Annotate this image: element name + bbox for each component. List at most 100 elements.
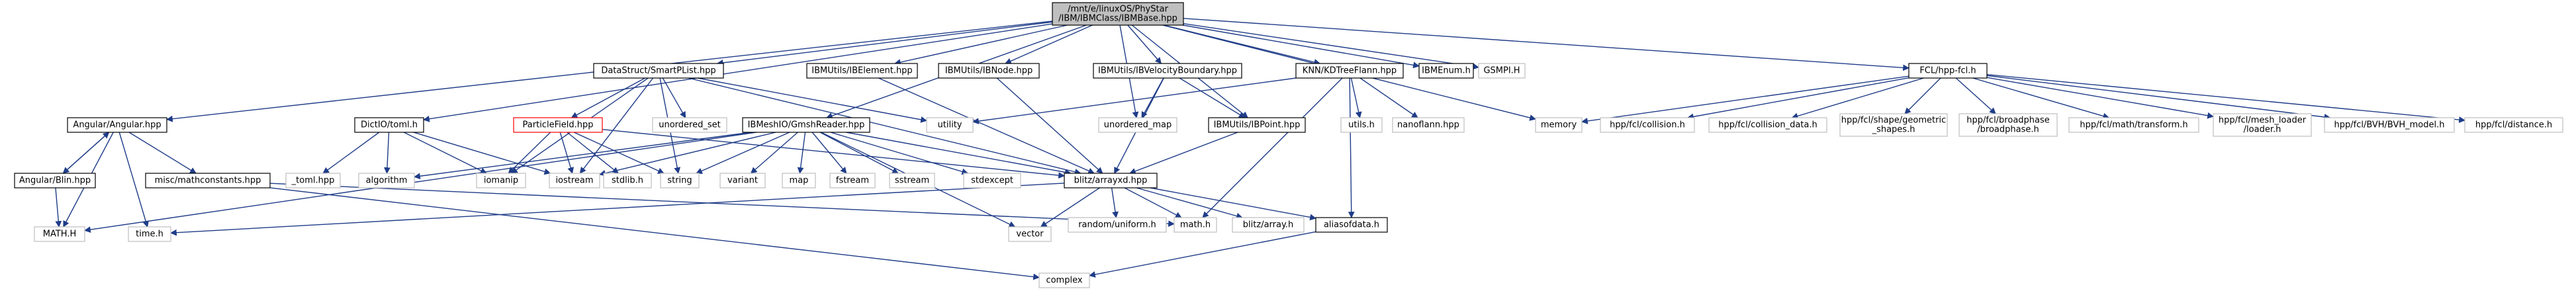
node-aliasofdata[interactable]: aliasofdata.h (1315, 217, 1388, 233)
edge-mathconstants-to-math-h (269, 183, 1175, 228)
edge-root-to-ibvelocity (1127, 24, 1162, 64)
node-box (1340, 117, 1383, 133)
node-label: _toml.hpp (291, 176, 335, 186)
node-ibvelocity[interactable]: IBMUtils/IBVelocityBoundary.hpp (1093, 63, 1242, 79)
node-dictio-toml[interactable]: DictIO/toml.h (354, 117, 424, 133)
node-kdtree[interactable]: KNN/KDTreeFlann.hpp (1295, 63, 1404, 79)
node-mathconstants[interactable]: misc/mathconstants.hpp (145, 173, 271, 188)
node-blitz-arrayxd[interactable]: blitz/arrayxd.hpp (1064, 173, 1158, 188)
node-label: MATH.H (43, 229, 77, 239)
node-fcl-collision: hpp/fcl/collision.h (1600, 117, 1695, 133)
edge-particlefield-to-iostream (559, 132, 574, 174)
node-utils-h: utils.h (1340, 117, 1383, 133)
node-label: /loader.h (2244, 125, 2281, 135)
edge-gmshreader-to-algorithm (414, 132, 752, 180)
node-label: KNN/KDTreeFlann.hpp (1303, 66, 1397, 76)
node-box (889, 173, 935, 188)
edge-fcl-to-fcl-distance (1986, 73, 2465, 123)
dependency-edges (55, 18, 2465, 280)
node-ibmelement[interactable]: IBMUtils/IBElement.hpp (806, 63, 918, 79)
edge-gmshreader-to-stdexcept (830, 132, 969, 175)
edge-blitz-arrayxd-to-time-h (170, 183, 1065, 236)
edge-dictio-toml-to-iostream (413, 132, 551, 175)
node-label: hpp/fcl/distance.h (2475, 120, 2552, 130)
node-label: time.h (136, 229, 163, 239)
node-stdexcept: stdexcept (963, 173, 1021, 188)
node-box (14, 173, 96, 188)
node-label: blitz/array.h (1243, 220, 1293, 230)
node-label: aliasofdata.h (1324, 220, 1379, 230)
edge-angularblin-to-math-H (55, 187, 62, 228)
node-box (963, 173, 1021, 188)
node-gmshreader[interactable]: IBMeshIO/GmshReader.hpp (742, 117, 870, 133)
node-box (782, 173, 816, 188)
node-fstream: fstream (829, 173, 876, 188)
node-particlefield[interactable]: ParticleField.hpp (513, 117, 603, 133)
edge-smartplist-to-iostream (579, 77, 654, 174)
node-angular[interactable]: Angular/Angular.hpp (67, 117, 167, 133)
node-label: vector (1016, 229, 1044, 239)
node-label: hpp/fcl/shape/geometric (1841, 116, 1947, 126)
node-label: hpp/fcl/broadphase (1966, 116, 2050, 126)
node-box (145, 173, 271, 188)
node-box (926, 117, 974, 133)
node-ibnode[interactable]: IBMUtils/IBNode.hpp (938, 63, 1040, 79)
edge-gmshreader-to-variant (750, 132, 798, 174)
node-map: map (782, 173, 816, 188)
node-label: DataStruct/SmartPList.hpp (601, 66, 715, 76)
node-time-h: time.h (128, 226, 171, 242)
node-complex: complex (1038, 272, 1090, 288)
node-label: IBMUtils/IBNode.hpp (945, 66, 1033, 76)
node-box (1052, 2, 1184, 26)
node-label: complex (1046, 276, 1082, 286)
node-label: unordered_set (659, 120, 720, 130)
edge-mathconstants-to-complex (269, 187, 1040, 280)
edge-gmshreader-to-sstream (819, 132, 899, 174)
node-box (67, 117, 167, 133)
edge-blitz-arrayxd-to-blitz-array (1136, 187, 1243, 220)
node-label: IBMUtils/IBElement.hpp (811, 66, 912, 76)
node-fcl[interactable]: FCL/hpp-fcl.h (1908, 63, 1988, 79)
node-label: /mnt/e/linuxOS/PhyStar (1068, 5, 1168, 15)
node-label: map (790, 176, 809, 186)
edge-kdtree-to-aliasofdata (1348, 77, 1355, 218)
node-ibpoint[interactable]: IBMUtils/IBPoint.hpp (1208, 117, 1306, 133)
edge-gmshreader-to-fstream (811, 132, 847, 174)
node-box (829, 173, 876, 188)
node-root[interactable]: /mnt/e/linuxOS/PhyStar/IBM/IBMClass/IBMB… (1052, 2, 1184, 26)
node-string: string (660, 173, 700, 188)
edge-smartplist-to-particlefield (571, 77, 645, 118)
node-smartplist[interactable]: DataStruct/SmartPList.hpp (593, 63, 724, 79)
node-vector: vector (1008, 226, 1052, 242)
node-box (34, 226, 85, 242)
edge-dictio-toml-to-iomanip (403, 132, 487, 174)
node-label: iomanip (484, 176, 518, 186)
edge-fcl-to-fcl-transform (1972, 77, 2110, 120)
node-angularblin[interactable]: Angular/Blin.hpp (14, 173, 96, 188)
node-box (1173, 217, 1217, 233)
edge-gmshreader-to-iostream (599, 132, 776, 177)
node-label: algorithm (366, 176, 408, 186)
edge-fcl-to-fcl-mesh-loader (1986, 77, 2214, 119)
node-box (1392, 117, 1465, 133)
node-algorithm: algorithm (358, 173, 415, 188)
node-unordered-set: unordered_set (652, 117, 727, 133)
edge-kdtree-to-nanoflann (1359, 77, 1418, 118)
node-gsmpi: GSMPI.H (1478, 63, 1526, 79)
node-label: GSMPI.H (1483, 66, 1520, 76)
node-memory: memory (1535, 117, 1583, 133)
edge-root-to-ibmelement (894, 24, 1068, 65)
node-math-h: math.h (1173, 217, 1217, 233)
node-box (1038, 272, 1090, 288)
node-random-uniform: random/uniform.h (1068, 217, 1167, 233)
node-box (1908, 63, 1988, 79)
node-box (1295, 63, 1404, 79)
node-ibmenum[interactable]: IBMEnum.h (1418, 63, 1474, 79)
node-box (2213, 113, 2312, 137)
edge-dictio-toml-to-algorithm (384, 132, 391, 174)
node-box (513, 117, 603, 133)
edge-root-to-dictio-toml (423, 23, 1053, 122)
node-label: blitz/arrayxd.hpp (1074, 176, 1148, 186)
edge-ibvelocity-to-ibpoint (1179, 77, 1246, 118)
node-label: FCL/hpp-fcl.h (1919, 66, 1976, 76)
